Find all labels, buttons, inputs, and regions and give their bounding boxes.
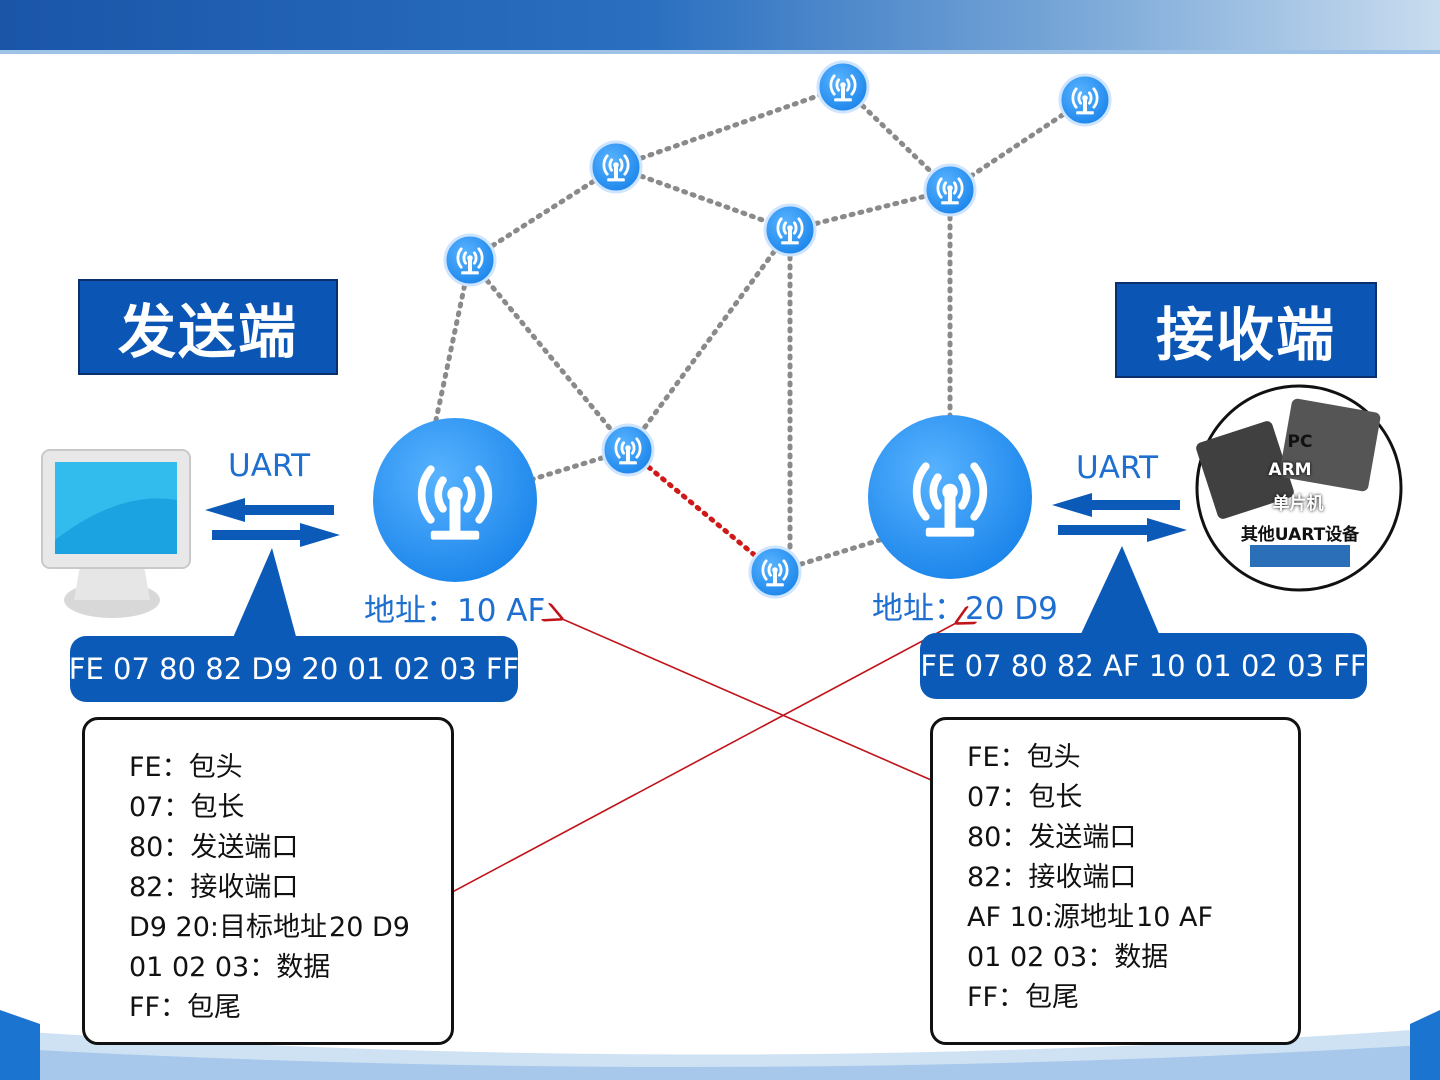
relay-node [763,203,817,257]
uart-label-right: UART [1076,450,1159,486]
device-label-mcu: 单片机 [1272,494,1324,514]
legend-item: FE：包头 [129,752,243,783]
uart-arrows-right [1052,493,1187,636]
device-label-arm: ARM [1268,460,1312,480]
legend-item: AF 10:源地址10 AF [967,898,1215,938]
source-address-highlight: 10 AF [1136,902,1213,933]
mesh-link [433,257,473,423]
mesh-link [625,227,793,453]
chip-device-icon [1195,384,1403,592]
relay-node [601,423,655,477]
legend-item: FF：包尾 [967,982,1080,1013]
legend-item: 80：发送端口 [967,822,1137,853]
active-route-link [625,447,778,575]
sender-packet: FE 07 80 82 D9 20 01 02 03 FF [69,636,519,702]
legend-item: 07：包长 [129,792,245,823]
mesh-link [613,84,846,170]
destination-address-arrow [427,622,958,906]
destination-address-highlight: 20 D9 [329,912,410,943]
mesh-link [613,164,793,233]
receiver-packet: FE 07 80 82 AF 10 01 02 03 FF [920,633,1367,699]
legend-item: 01 02 03：数据 [967,942,1169,973]
legend-item: 07：包长 [967,782,1083,813]
relay-node [589,140,643,194]
monitor-icon [41,449,191,618]
relay-node [923,163,977,217]
sender-address: 地址：10 AF [364,593,546,629]
relay-node [816,60,870,114]
receiver-packet-legend: FE：包头 07：包长 80：发送端口 82：接收端口 AF 10:源地址10 … [930,717,1301,1045]
sender-title: 发送端 [78,279,338,375]
uart-label-left: UART [228,448,311,484]
header-divider [0,50,1440,54]
uart-arrows-left [205,498,340,640]
legend-item: 82：接收端口 [967,862,1137,893]
legend-item: D9 20:目标地址20 D9 [129,908,412,948]
relay-node [443,233,497,287]
mesh-link [947,97,1088,193]
receiver-title: 接收端 [1115,282,1377,378]
mesh-link [467,164,619,263]
mesh-link [467,257,631,453]
relay-node [1058,73,1112,127]
relay-node [748,545,802,599]
receiver-antenna-node-icon [868,415,1032,579]
device-label-pc: PC [1287,432,1313,452]
legend-item: 01 02 03：数据 [129,952,331,983]
receiver-address: 地址：20 D9 [872,591,1058,627]
sender-antenna-node-icon [373,418,537,582]
sender-packet-legend: FE：包头 07：包长 80：发送端口 82：接收端口 D9 20:目标地址20… [82,717,454,1045]
legend-item: 80：发送端口 [129,832,299,863]
header-banner [0,0,1440,52]
legend-item: FF：包尾 [129,992,242,1023]
legend-item: 82：接收端口 [129,872,299,903]
device-label-other: 其他UART设备 [1240,525,1360,545]
mesh-link [787,187,953,233]
legend-item: FE：包头 [967,742,1081,773]
footer-wave [0,1010,1440,1080]
